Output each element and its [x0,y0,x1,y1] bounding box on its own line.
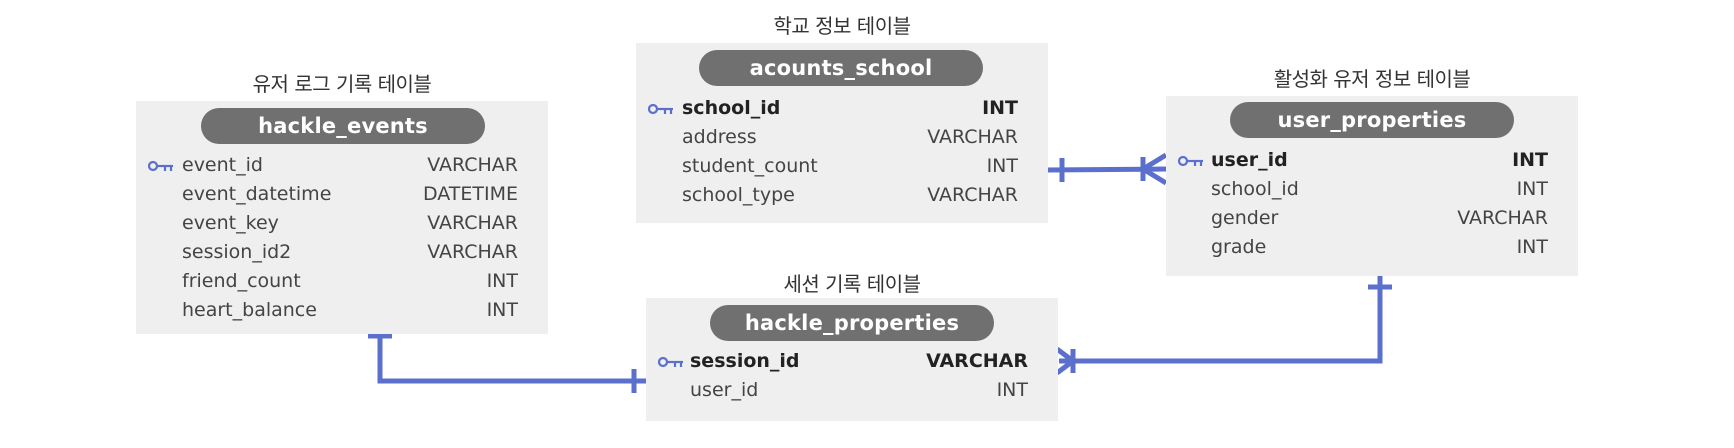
field-name: user_id [1211,149,1288,171]
field-type: INT [486,299,518,321]
field-name: event_datetime [182,183,332,205]
field-type: INT [1516,236,1548,258]
caption-acounts-school: 학교 정보 테이블 [773,14,911,38]
field-row: friend_count INT [136,267,548,296]
field-name: grade [1211,236,1267,258]
field-row: event_datetime DATETIME [136,180,548,209]
table-title-hackle-properties: hackle_properties [710,305,994,341]
field-row: session_id2 VARCHAR [136,238,548,267]
field-name: gender [1211,207,1279,229]
field-name: session_id [690,350,800,372]
field-type: INT [996,379,1028,401]
key-icon [658,356,683,368]
field-type: VARCHAR [427,212,518,234]
field-name: user_id [690,379,759,401]
field-type: VARCHAR [1457,207,1548,229]
table-user-properties[interactable]: user_properties user_id INT school_id IN… [1166,96,1578,276]
key-icon [148,160,173,172]
field-name: session_id2 [182,241,292,263]
field-type: INT [1516,178,1548,200]
caption-hackle-properties: 세션 기록 테이블 [783,272,921,296]
field-row: heart_balance INT [136,296,548,325]
field-type: INT [982,97,1018,119]
caption-hackle-events: 유저 로그 기록 테이블 [252,72,432,96]
field-name: event_id [182,154,263,176]
field-type: VARCHAR [427,154,518,176]
table-title-user-properties: user_properties [1230,102,1514,138]
field-type: VARCHAR [927,184,1018,206]
link-school-to-user-properties [1045,152,1169,186]
field-row: session_id VARCHAR [646,347,1058,376]
field-name: school_id [682,97,781,119]
table-hackle-properties[interactable]: hackle_properties session_id VARCHAR use… [646,298,1058,421]
field-row: user_id INT [646,376,1058,405]
caption-user-properties: 활성화 유저 정보 테이블 [1273,67,1471,91]
table-title-hackle-events: hackle_events [201,108,485,144]
field-row: student_count INT [636,152,1048,181]
field-row: user_id INT [1166,146,1578,175]
field-row: address VARCHAR [636,123,1048,152]
table-hackle-events[interactable]: hackle_events event_id VARCHAR event_dat… [136,101,548,334]
field-type: VARCHAR [926,350,1028,372]
field-name: friend_count [182,270,301,292]
link-user-properties-to-hackle-properties [1055,270,1392,375]
field-name: school_type [682,184,795,206]
field-row: grade INT [1166,233,1578,262]
field-name: address [682,126,757,148]
field-row: event_id VARCHAR [136,151,548,180]
field-row: event_key VARCHAR [136,209,548,238]
field-name: school_id [1211,178,1299,200]
field-type: VARCHAR [427,241,518,263]
field-name: student_count [682,155,818,177]
field-row: school_id INT [1166,175,1578,204]
field-row: gender VARCHAR [1166,204,1578,233]
table-title-acounts-school: acounts_school [699,50,983,86]
field-row: school_id INT [636,94,1048,123]
table-acounts-school[interactable]: acounts_school school_id INT address VAR… [636,43,1048,223]
field-name: heart_balance [182,299,317,321]
key-icon [648,103,673,115]
field-row: school_type VARCHAR [636,181,1048,210]
field-name: event_key [182,212,279,234]
field-type: VARCHAR [927,126,1018,148]
field-type: DATETIME [422,183,518,205]
field-type: INT [486,270,518,292]
field-type: INT [1512,149,1548,171]
field-type: INT [986,155,1018,177]
key-icon [1178,155,1203,167]
